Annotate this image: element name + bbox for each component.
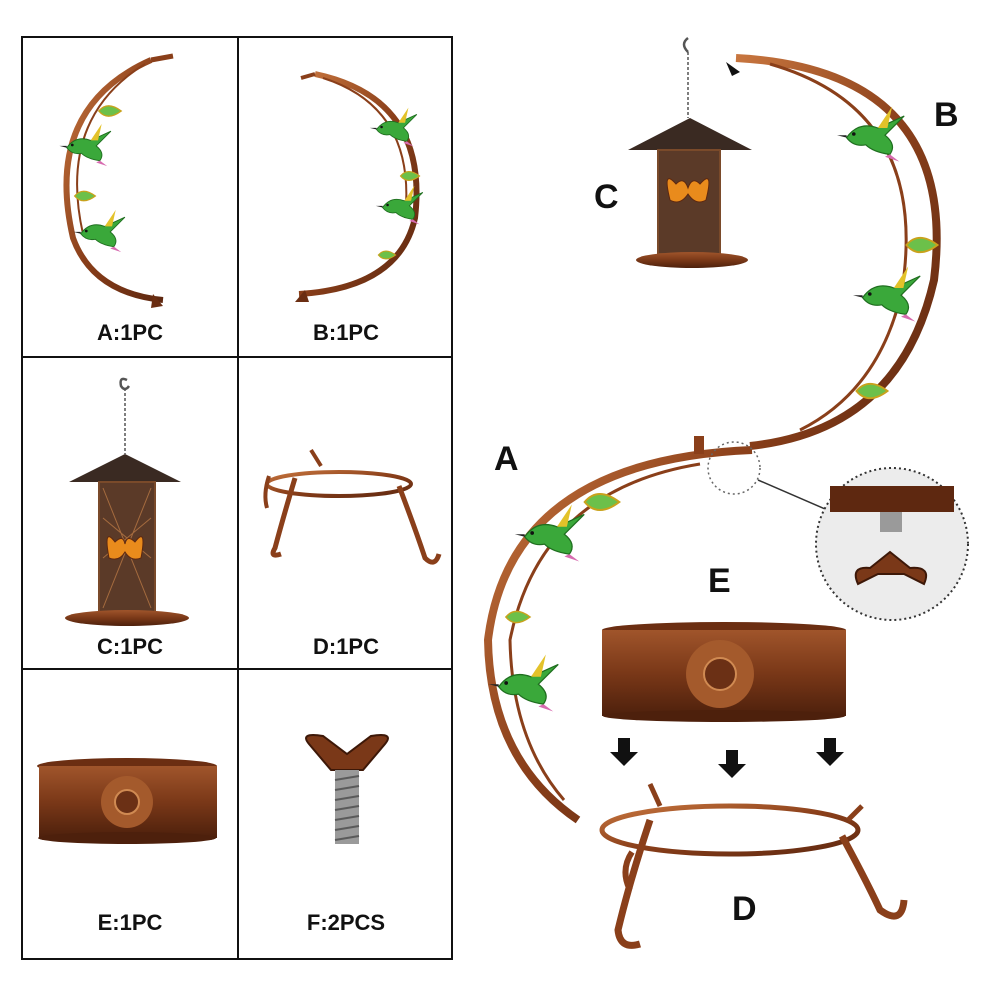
down-arrow-icon (718, 750, 746, 778)
parts-grid: A:1PC B:1PC C:1PC (21, 36, 453, 960)
down-arrow-icon (610, 738, 638, 766)
grid-divider-vertical (237, 38, 239, 958)
label-a: A (494, 440, 519, 478)
label-e: E (708, 562, 731, 600)
part-cell-d: D:1PC (239, 358, 453, 668)
butterfly-icon (666, 178, 710, 203)
part-cell-f: F:2PCS (239, 670, 453, 960)
part-b-arc-image (295, 71, 424, 302)
part-d-stand-image (263, 448, 442, 565)
down-arrow-icon (816, 738, 844, 766)
pointer-arrow-icon (726, 62, 740, 76)
part-cell-c: C:1PC (23, 358, 237, 668)
part-f-caption: F:2PCS (306, 910, 386, 935)
part-e-bowl-image (37, 758, 217, 844)
part-cell-b: B:1PC (239, 38, 453, 356)
leaf-icon (583, 492, 621, 512)
part-cell-e: E:1PC (23, 670, 237, 960)
label-b: B (934, 96, 959, 134)
part-b-caption: B:1PC (312, 320, 379, 345)
wing-nut-icon (854, 550, 928, 586)
butterfly-icon (106, 536, 144, 560)
part-c-caption: C:1PC (96, 634, 163, 659)
wing-nut-icon (305, 734, 389, 771)
part-a-arc-image (59, 53, 174, 308)
wing-nut-icon (295, 290, 309, 302)
hummingbird-icon (852, 265, 921, 323)
part-e-caption: E:1PC (97, 910, 163, 935)
label-c: C (594, 178, 619, 216)
wing-nut-icon (151, 294, 163, 308)
sunflower-icon (101, 776, 153, 828)
part-cell-a: A:1PC (23, 38, 237, 356)
part-f-wing-nut-image (305, 734, 389, 844)
part-c-feeder-image (65, 377, 189, 626)
part-d-caption: D:1PC (312, 634, 379, 659)
grid-divider-row2 (23, 668, 451, 670)
leaf-icon (504, 610, 532, 624)
grid-divider-row1 (23, 356, 451, 358)
label-d: D (732, 890, 757, 928)
part-a-caption: A:1PC (96, 320, 163, 345)
sunflower-icon (686, 640, 754, 708)
